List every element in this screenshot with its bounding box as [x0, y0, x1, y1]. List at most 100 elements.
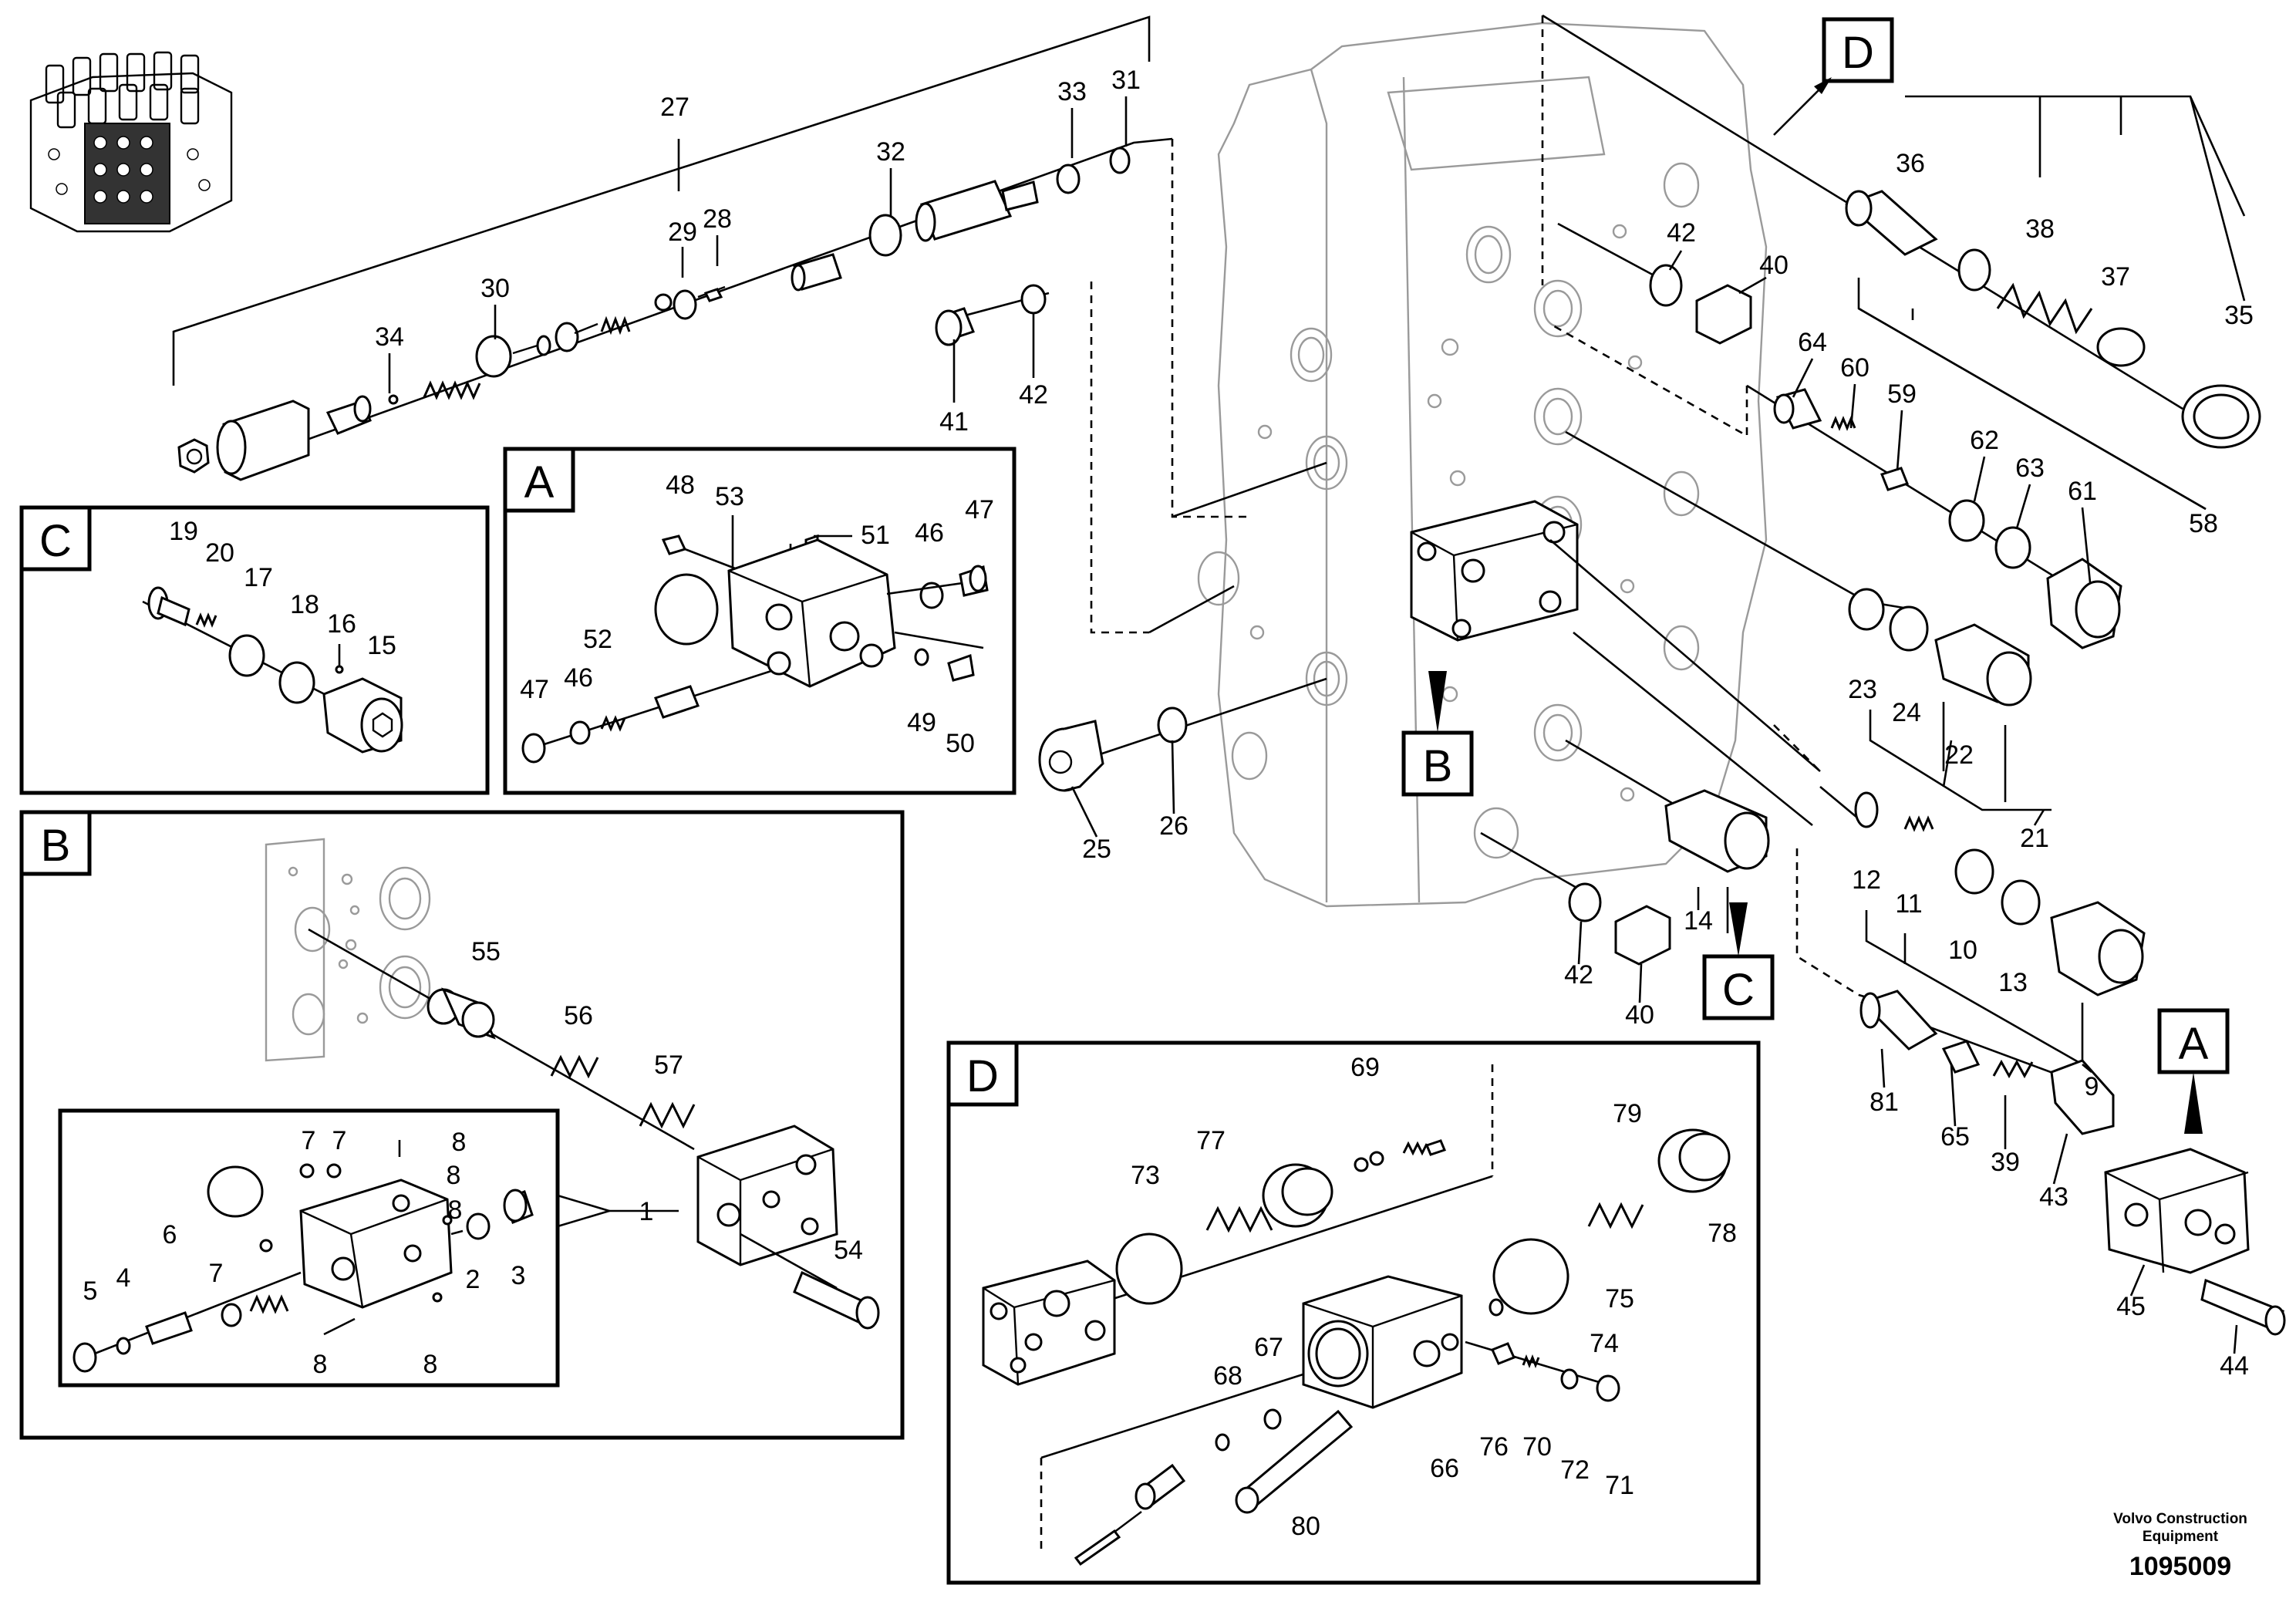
part-number: 25: [1082, 835, 1111, 864]
part-number: 23: [1848, 675, 1877, 704]
part-number: 42: [1019, 380, 1048, 410]
part-number: 7: [209, 1259, 224, 1288]
part-number: 30: [480, 274, 510, 303]
part-number: 8: [313, 1350, 328, 1379]
part-number: 54: [834, 1236, 863, 1265]
part-number: 16: [327, 609, 356, 639]
part-number: 60: [1840, 353, 1870, 383]
credit-line2: Equipment: [2143, 1529, 2219, 1545]
part-numbers-box-d: 69 73 77 79 78 75 74 67 68 76 70 72 71 6…: [1131, 1053, 1737, 1541]
part-number: 37: [2101, 262, 2130, 292]
part-number: 4: [116, 1263, 131, 1293]
part-number: 77: [1196, 1126, 1226, 1155]
part-number: 63: [2015, 454, 2045, 483]
part-number: 75: [1605, 1284, 1634, 1313]
part-number: 28: [703, 204, 732, 234]
main-parts: [177, 147, 2286, 1336]
valve-body: [1197, 22, 1768, 908]
part-number: 14: [1684, 906, 1713, 936]
svg-text:B: B: [41, 821, 71, 871]
credit-line1: Volvo Construction: [2113, 1511, 2247, 1527]
svg-text:A: A: [2179, 1019, 2209, 1069]
part-number: 10: [1948, 936, 1977, 965]
part-number: 12: [1852, 865, 1881, 895]
part-number: 1: [639, 1197, 654, 1226]
part-number: 53: [715, 482, 744, 511]
credit-block: Volvo Construction Equipment 1095009: [2113, 1511, 2247, 1581]
part-number: 36: [1896, 149, 1925, 178]
part-number: 66: [1430, 1454, 1459, 1483]
part-number: 39: [1991, 1148, 2020, 1177]
callout-c-main: C: [1702, 902, 1775, 1020]
svg-text:C: C: [1722, 965, 1755, 1015]
part-number: 65: [1940, 1122, 1970, 1152]
part-number: 61: [2068, 477, 2097, 506]
part-number: 13: [1998, 968, 2028, 997]
part-number: 7: [302, 1126, 316, 1155]
part-number: 11: [1895, 889, 1922, 919]
part-number: 42: [1667, 218, 1696, 248]
part-number: 42: [1564, 960, 1593, 990]
part-number: 74: [1590, 1329, 1619, 1358]
part-number: 69: [1350, 1053, 1380, 1082]
part-number: 5: [83, 1276, 98, 1306]
part-number: 20: [205, 538, 234, 568]
main-leader-lines: [172, 14, 2246, 1097]
part-number: 58: [2189, 509, 2218, 538]
part-number: 62: [1970, 426, 1999, 455]
part-number: 81: [1870, 1088, 1899, 1117]
part-number: 8: [448, 1195, 463, 1225]
part-number: 8: [423, 1350, 438, 1379]
part-number: 27: [660, 93, 689, 122]
part-number: 15: [367, 631, 396, 660]
label-ticks: [388, 96, 2238, 1354]
part-numbers-main: 27 33 31 32 29 28 30 34 41 42 42 40 36 3…: [375, 66, 2254, 1381]
part-number: 9: [2085, 1072, 2099, 1101]
part-number: 44: [2220, 1351, 2249, 1381]
part-number: 18: [290, 590, 319, 619]
svg-text:D: D: [966, 1051, 999, 1101]
part-number: 40: [1759, 251, 1789, 280]
part-numbers-box-b: 55 56 57 1 54 7 7 8 8 6 7 8 2 3 5 4 8 8: [83, 937, 863, 1379]
part-number: 67: [1254, 1333, 1283, 1362]
part-number: 41: [939, 407, 969, 437]
part-number: 59: [1887, 379, 1917, 409]
b-cover-block: [1410, 500, 1579, 642]
svg-text:D: D: [1842, 28, 1874, 78]
detail-box-a: A: [503, 447, 1017, 795]
part-numbers-box-a: 48 53 51 46 47 52 47 46 49 50: [520, 470, 994, 758]
part-number: 35: [2224, 301, 2254, 330]
part-number: 48: [666, 470, 695, 500]
part-number: 71: [1605, 1471, 1634, 1500]
part-number: 55: [471, 937, 501, 966]
part-number: 38: [2025, 214, 2055, 244]
callout-a-main: A: [2157, 1008, 2230, 1134]
callout-b-main: B: [1401, 671, 1474, 797]
part-number: 7: [332, 1126, 347, 1155]
part-number: 64: [1798, 328, 1827, 357]
part-number: 47: [965, 495, 994, 524]
part-number: 2: [466, 1265, 480, 1294]
part-number: 70: [1522, 1432, 1552, 1462]
part-number: 76: [1479, 1432, 1509, 1462]
part-number: 52: [583, 625, 612, 654]
part-number: 21: [2020, 824, 2049, 853]
part-number: 68: [1213, 1361, 1242, 1391]
svg-text:B: B: [1423, 741, 1453, 791]
svg-text:C: C: [39, 516, 72, 566]
assembly-thumbnail: [23, 51, 233, 233]
part-number: 32: [876, 137, 905, 167]
part-number: 6: [163, 1220, 177, 1249]
part-number: 26: [1159, 811, 1188, 841]
part-number: 80: [1291, 1512, 1320, 1541]
detail-box-d: D: [946, 1040, 1761, 1585]
part-number: 73: [1131, 1161, 1160, 1190]
svg-text:A: A: [524, 457, 555, 508]
part-numbers-box-c: 19 20 17 18 16 15: [169, 517, 396, 660]
part-number: 8: [447, 1161, 461, 1190]
document-number: 1095009: [2129, 1552, 2231, 1581]
detail-box-b: B: [19, 810, 905, 1440]
part-number: 3: [511, 1261, 526, 1290]
part-number: 19: [169, 517, 198, 546]
